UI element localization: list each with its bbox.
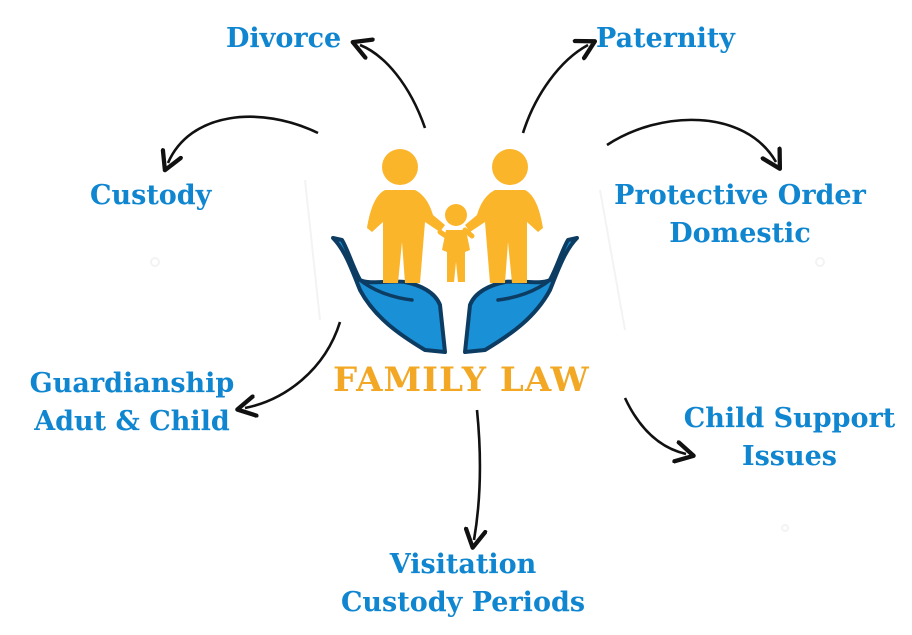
child-head — [445, 204, 467, 226]
open-hands-icon — [331, 236, 579, 354]
arrow-to-visitation — [474, 409, 480, 540]
topic-visitation: Visitation Custody Periods — [338, 546, 588, 622]
watermark-ghost — [150, 179, 825, 532]
topic-child-support-line1: Child Support — [683, 403, 896, 434]
arrow-to-protective-order — [606, 118, 776, 162]
center-title: FAMILY LAW — [333, 360, 590, 400]
arrow-to-guardianship — [245, 321, 342, 408]
topic-paternity: Paternity — [596, 20, 735, 58]
arrow-to-child-support — [623, 397, 686, 454]
child-body — [442, 230, 470, 282]
topic-guardianship-line2: Adut & Child — [34, 406, 230, 437]
arrow-to-divorce — [360, 45, 427, 129]
topic-custody: Custody — [90, 177, 211, 215]
arrow-to-custody — [168, 115, 319, 163]
topic-protective-order: Protective Order Domestic — [612, 177, 868, 253]
arrow-to-paternity — [521, 45, 588, 134]
topic-protective-order-line1: Protective Order — [614, 180, 866, 211]
topic-divorce: Divorce — [226, 20, 341, 58]
topic-visitation-line1: Visitation — [389, 549, 537, 580]
family-icon — [367, 149, 543, 283]
topic-protective-order-line2: Domestic — [669, 218, 811, 249]
topic-child-support-line2: Issues — [741, 441, 838, 472]
adult-left-body — [367, 190, 445, 283]
adult-right-head — [492, 149, 528, 185]
topic-custody-text: Custody — [90, 180, 212, 211]
topic-guardianship-line1: Guardianship — [29, 368, 235, 399]
topic-divorce-text: Divorce — [226, 23, 342, 54]
topic-child-support: Child Support Issues — [681, 400, 898, 476]
topic-paternity-text: Paternity — [596, 23, 735, 54]
topic-guardianship: Guardianship Adut & Child — [26, 365, 238, 441]
adult-right-body — [465, 190, 543, 283]
topic-visitation-line2: Custody Periods — [340, 587, 586, 618]
adult-left-head — [382, 149, 418, 185]
